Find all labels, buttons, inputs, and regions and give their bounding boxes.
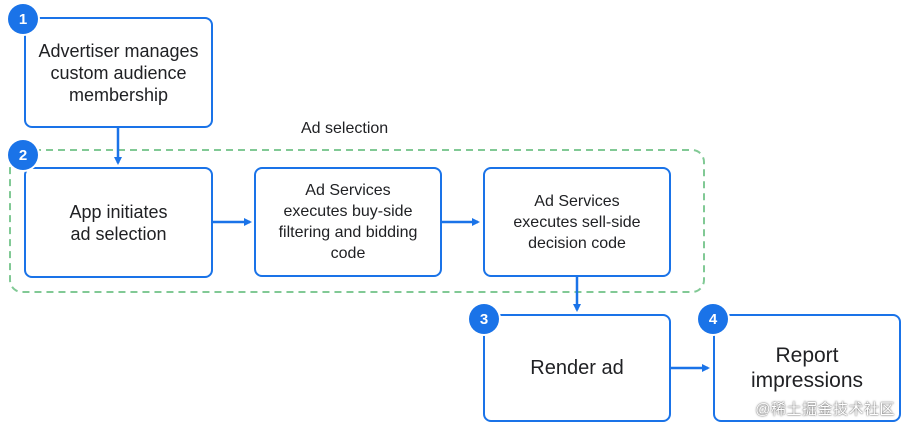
watermark: @稀土掘金技术社区	[755, 401, 895, 418]
buy-side-box: Ad Services executes buy-side filtering …	[254, 167, 442, 277]
sell-side-box: Ad Services executes sell-side decision …	[483, 167, 671, 277]
app-initiates-box: App initiates ad selection	[24, 167, 213, 278]
step-3-badge: 3	[469, 304, 499, 334]
report-impressions-box: Report impressions	[713, 314, 901, 422]
ad-selection-group	[9, 149, 705, 293]
advertiser-manages-box: Advertiser manages custom audience membe…	[24, 17, 213, 128]
step-1-badge: 1	[8, 4, 38, 34]
render-ad-box: Render ad	[483, 314, 671, 422]
ad-selection-label: Ad selection	[301, 120, 389, 137]
step-2-badge: 2	[8, 140, 38, 170]
step-4-badge: 4	[698, 304, 728, 334]
